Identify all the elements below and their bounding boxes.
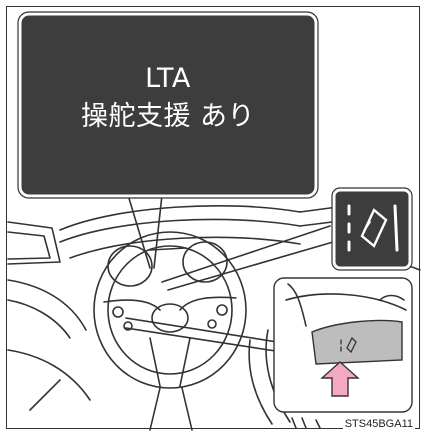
callout-subtitle: 操舵支援 あり bbox=[80, 101, 256, 132]
callout-box bbox=[18, 12, 318, 198]
lane-tracing-assist-switch-icon bbox=[340, 336, 357, 354]
callout-title: LTA bbox=[145, 63, 191, 94]
center-display bbox=[7, 221, 61, 265]
lane-tracing-assist-icon bbox=[347, 204, 399, 252]
figure-code: STS45BGA11 bbox=[342, 418, 415, 430]
steering-wheel-rim bbox=[93, 231, 247, 389]
press-arrow bbox=[320, 361, 360, 397]
steering-hub bbox=[151, 303, 189, 333]
lta-indicator-box bbox=[332, 188, 412, 270]
switch-panel bbox=[311, 319, 403, 365]
callout-text: LTA 操舵支援 あり bbox=[34, 60, 302, 136]
